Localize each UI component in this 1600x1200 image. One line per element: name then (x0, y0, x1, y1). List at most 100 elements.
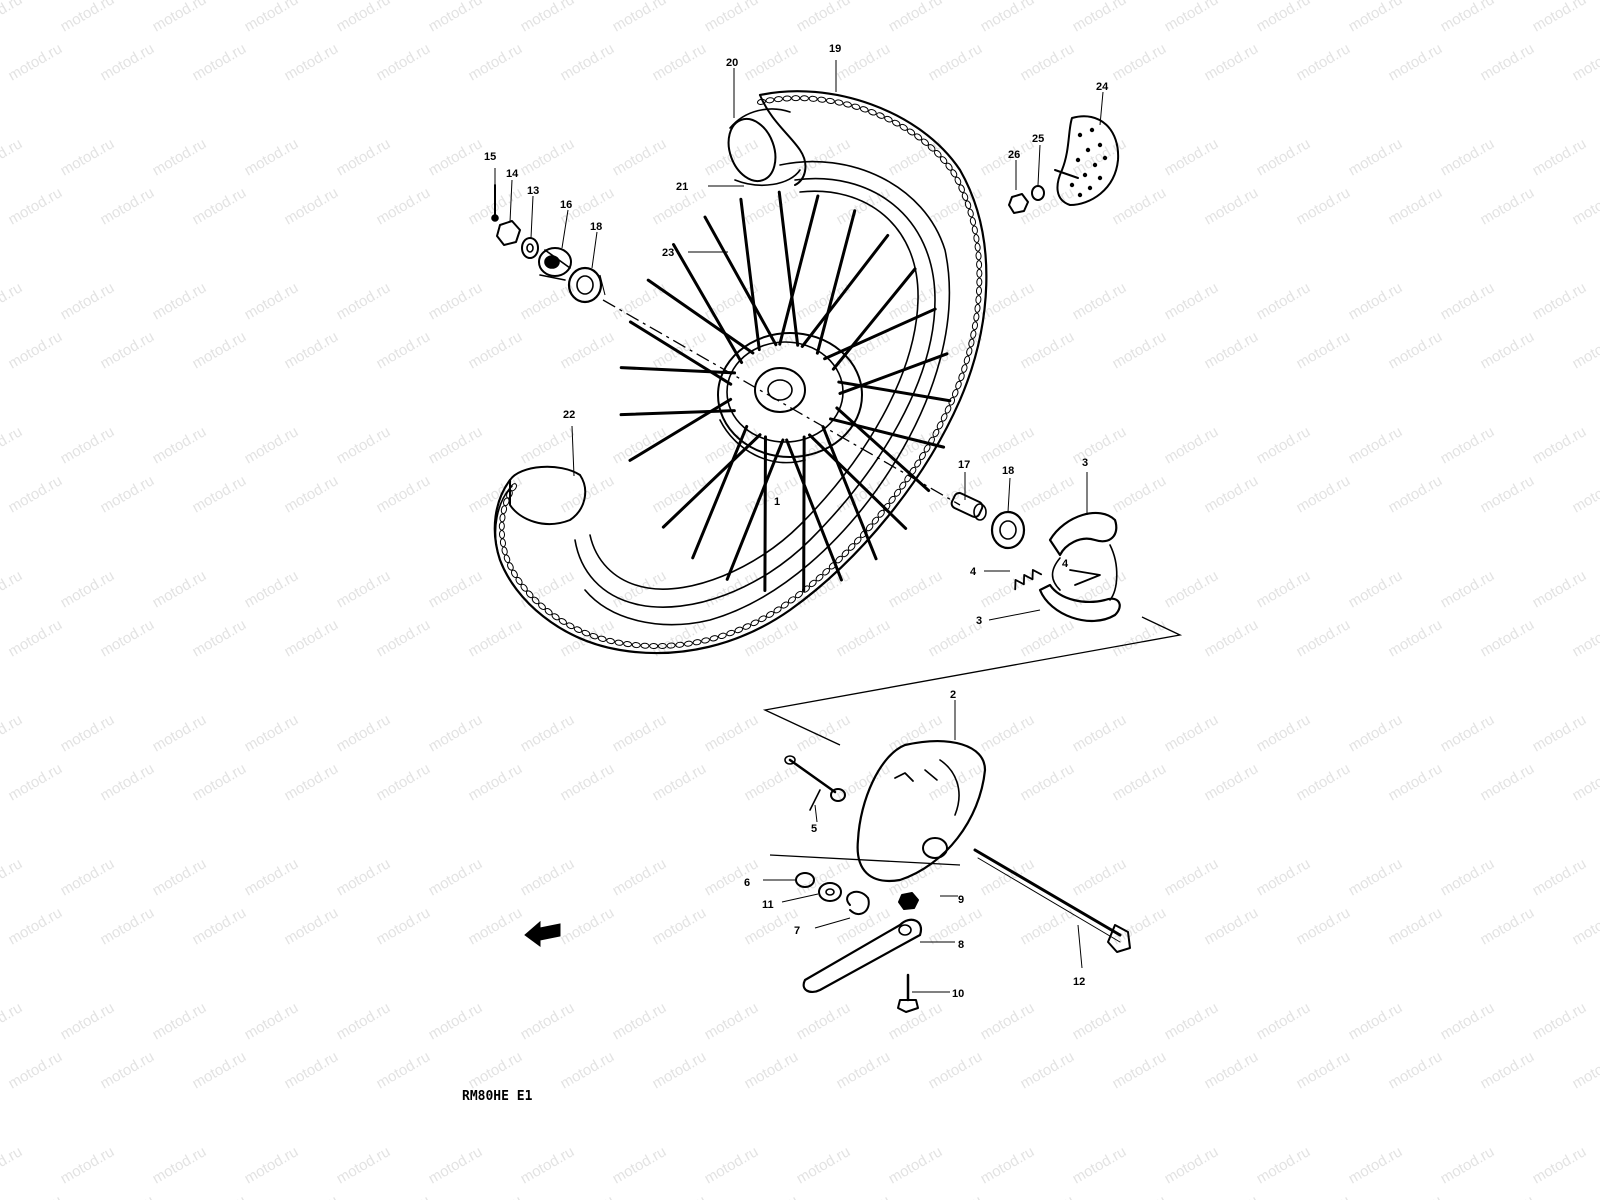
watermark-text: motod.ru (518, 855, 578, 899)
tread-block (499, 538, 506, 548)
watermark-text: motod.ru (1438, 855, 1498, 899)
watermark-text: motod.ru (610, 999, 670, 1043)
watermark-text: motod.ru (886, 711, 946, 755)
watermark-text: motod.ru (465, 904, 525, 948)
watermark-text: motod.ru (741, 40, 801, 84)
tread-block (914, 459, 922, 468)
callout-17: 17 (958, 459, 970, 471)
watermark-text: motod.ru (281, 760, 341, 804)
front-arrow-icon (524, 920, 561, 947)
watermark-text: motod.ru (1254, 0, 1314, 35)
watermark-text: motod.ru (978, 711, 1038, 755)
watermark-text: motod.ru (978, 0, 1038, 35)
watermark-text: motod.ru (373, 40, 433, 84)
watermark-text: motod.ru (1346, 855, 1406, 899)
watermark-text: motod.ru (1530, 855, 1590, 899)
watermark-text: motod.ru (1254, 999, 1314, 1043)
tread-block (868, 109, 877, 116)
watermark-text: motod.ru (1385, 760, 1445, 804)
tread-block (865, 523, 874, 532)
callout-4a: 4 (970, 566, 977, 578)
tread-block (876, 112, 885, 119)
spoke (628, 397, 733, 462)
watermark-text: motod.ru (465, 40, 525, 84)
part-callouts: 1 2 3 3 4 4 5 6 7 8 9 10 11 12 13 14 15 … (462, 43, 1109, 1104)
callout-12: 12 (1073, 976, 1085, 988)
watermark-text: motod.ru (1438, 711, 1498, 755)
watermark-text: motod.ru (5, 472, 65, 516)
watermark-text: motod.ru (1162, 135, 1222, 179)
tread-block (975, 286, 983, 296)
watermark-text: motod.ru (610, 711, 670, 755)
tread-block (883, 502, 891, 511)
watermark-text: motod.ru (1162, 1143, 1222, 1187)
watermark-text: motod.ru (518, 1143, 578, 1187)
watermark-text: motod.ru (465, 472, 525, 516)
watermark-text: motod.ru (1346, 1143, 1406, 1187)
watermark-text: motod.ru (1017, 472, 1077, 516)
watermark-text: motod.ru (334, 135, 394, 179)
watermark-text: motod.ru (610, 279, 670, 323)
watermark-text: motod.ru (518, 135, 578, 179)
watermark-text: motod.ru (426, 567, 486, 611)
watermark-text: motod.ru (426, 999, 486, 1043)
watermark-text: motod.ru (5, 328, 65, 372)
tread-block (976, 277, 983, 287)
callout-20: 20 (726, 57, 738, 69)
watermark-text: motod.ru (0, 1143, 25, 1187)
watermark-text: motod.ru (0, 711, 25, 755)
callout-4b: 4 (1062, 558, 1069, 570)
watermark-text: motod.ru (1254, 567, 1314, 611)
watermark-text: motod.ru (1569, 328, 1600, 372)
watermark-text: motod.ru (610, 423, 670, 467)
watermark-text: motod.ru (1477, 1048, 1537, 1092)
tread-block (955, 380, 962, 390)
watermark-text: motod.ru (1109, 1048, 1169, 1092)
watermark-text: motod.ru (1293, 328, 1353, 372)
front-wheel-assembly (493, 90, 988, 655)
watermark-text: motod.ru (281, 472, 341, 516)
watermark-text: motod.ru (58, 1143, 118, 1187)
tread-block (558, 617, 568, 625)
watermark-text: motod.ru (1530, 999, 1590, 1043)
watermark-text: motod.ru (281, 1048, 341, 1092)
watermark-text: motod.ru (242, 999, 302, 1043)
watermark-text: motod.ru (0, 999, 25, 1043)
watermark-text: motod.ru (1569, 40, 1600, 84)
callout-8: 8 (958, 939, 964, 951)
tread-block (891, 119, 901, 127)
tread-block (968, 338, 975, 348)
spoke (829, 417, 946, 449)
tread-block (932, 428, 940, 438)
tread-block (967, 208, 974, 218)
watermark-text: motod.ru (978, 1143, 1038, 1187)
callout-5: 5 (811, 823, 817, 835)
tread-block (975, 295, 982, 305)
tread-block (701, 637, 710, 644)
spoke (785, 438, 843, 582)
watermark-text: motod.ru (5, 1048, 65, 1092)
watermark-text: motod.ru (1017, 40, 1077, 84)
watermark-text: motod.ru (1477, 1192, 1537, 1200)
watermark-text: motod.ru (373, 760, 433, 804)
tread-block (808, 95, 818, 102)
watermark-text: motod.ru (1201, 472, 1261, 516)
watermark-text: motod.ru (794, 0, 854, 35)
watermark-text: motod.ru (189, 184, 249, 228)
watermark-text: motod.ru (189, 904, 249, 948)
callout-21: 21 (676, 181, 688, 193)
watermark-text: motod.ru (886, 1143, 946, 1187)
spoke (725, 438, 785, 581)
watermark-text: motod.ru (1254, 711, 1314, 755)
watermark-text: motod.ru (794, 711, 854, 755)
callout-1: 1 (774, 496, 780, 508)
watermark-text: motod.ru (518, 711, 578, 755)
watermark-text: motod.ru (1293, 1192, 1353, 1200)
watermark-text: motod.ru (1530, 423, 1590, 467)
watermark-text: motod.ru (1201, 1192, 1261, 1200)
watermark-text: motod.ru (978, 423, 1038, 467)
watermark-text: motod.ru (1477, 328, 1537, 372)
spoke (823, 307, 937, 361)
tread-block (958, 184, 965, 193)
watermark-text: motod.ru (58, 279, 118, 323)
